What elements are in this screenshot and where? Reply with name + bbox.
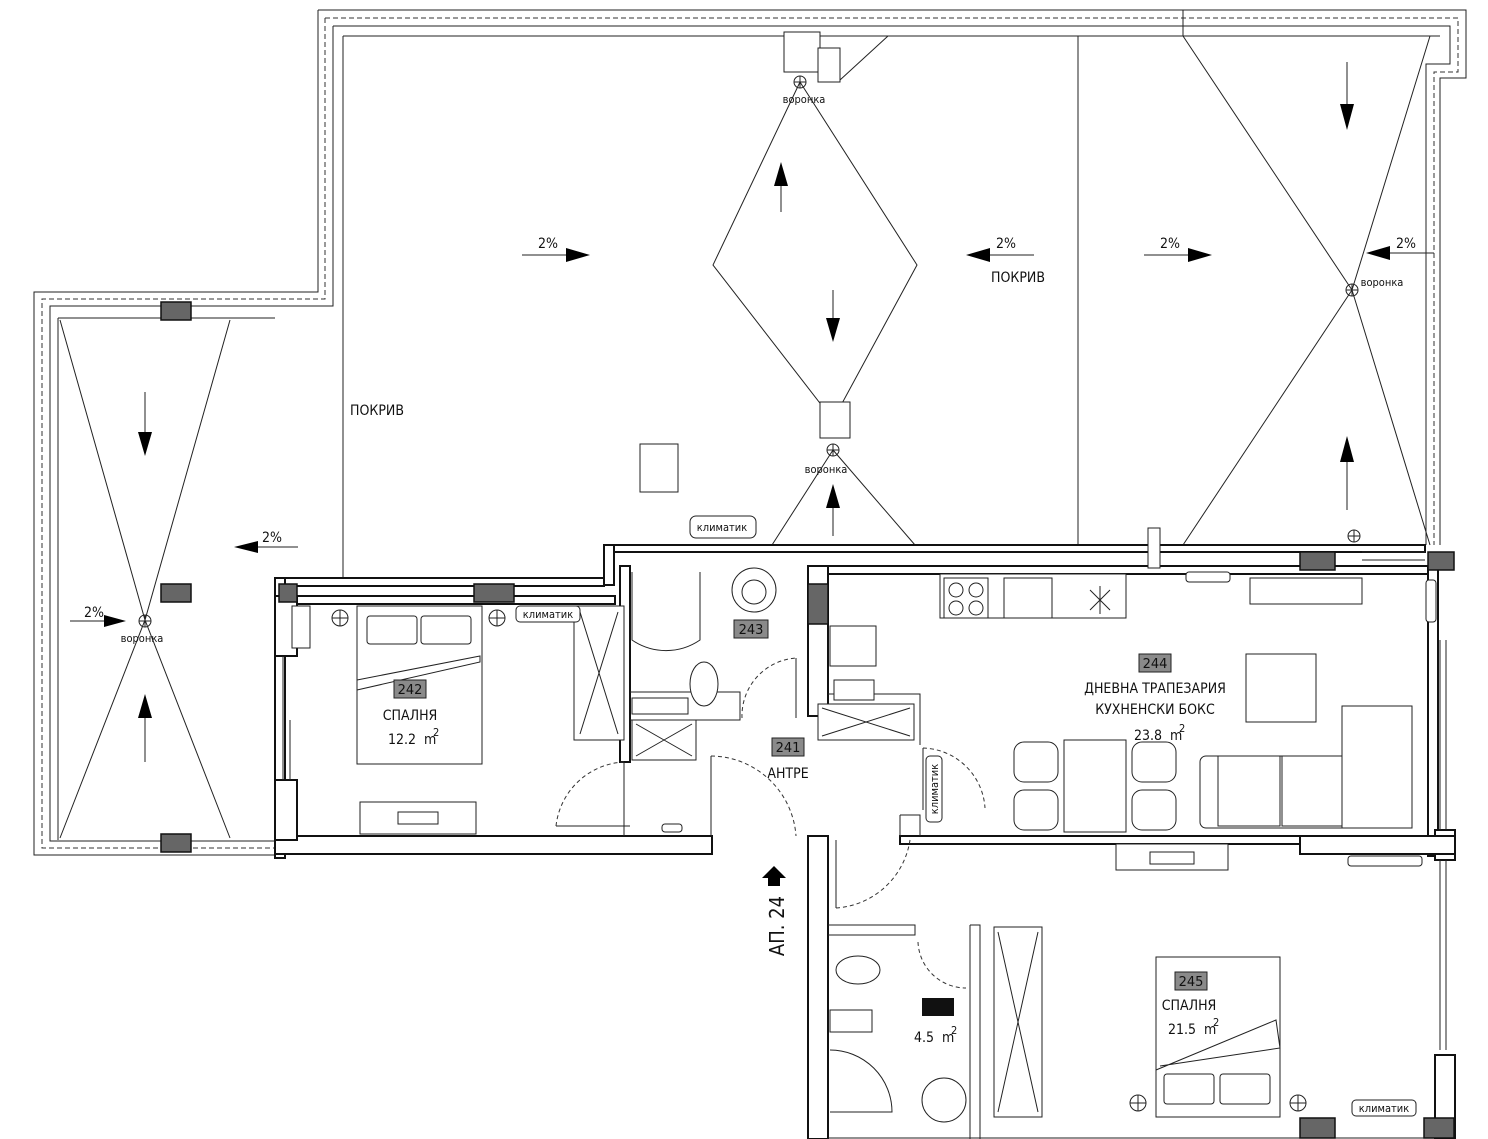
room-number: 242: [398, 683, 423, 698]
ac-labels: климатик климатик климатик климатик: [523, 521, 1409, 1115]
slope-arrows: [70, 62, 1434, 886]
apartment-label: АП. 24: [765, 896, 789, 956]
room-tag-242: 242 СПАЛНЯ 12.2 m 2: [383, 679, 439, 748]
room-area: 23.8: [1134, 728, 1162, 744]
drain-label: воронка: [121, 632, 164, 645]
area-unit: m: [942, 1030, 954, 1046]
room-tag-241: 241 АНТРЕ: [767, 737, 809, 782]
room-tag-245: 245 СПАЛНЯ 21.5 m 2: [1162, 971, 1219, 1038]
room-area: 21.5: [1168, 1022, 1196, 1038]
slope-label: 2%: [1396, 236, 1416, 252]
room-tag-243: 243: [733, 619, 769, 639]
apartment-walls: [274, 544, 1456, 1139]
room-number: 243: [739, 623, 764, 638]
room-name: АНТРЕ: [767, 766, 808, 782]
room-name: СПАЛНЯ: [383, 708, 438, 724]
slope-label: 2%: [996, 236, 1016, 252]
ac-label: климатик: [523, 608, 573, 621]
area-unit-sup: 2: [1179, 722, 1185, 735]
room-area: 4.5: [914, 1030, 934, 1046]
roof-slope-lines: [59, 35, 1431, 839]
drain-label: воронка: [783, 93, 826, 106]
furniture: [291, 31, 1437, 1123]
room-number: 244: [1143, 657, 1168, 672]
slope-label: 2%: [1160, 236, 1180, 252]
drain-labels: воронка воронка воронка воронка: [121, 93, 1404, 645]
area-unit-sup: 2: [951, 1024, 957, 1037]
roof-label: ПОКРИВ: [350, 403, 404, 419]
roof-labels: ПОКРИВ ПОКРИВ: [350, 270, 1045, 419]
area-unit-sup: 2: [433, 726, 439, 739]
roof-label: ПОКРИВ: [991, 270, 1045, 286]
roof-parapet: [33, 9, 1467, 856]
doors: [555, 657, 986, 989]
room-tag-bathroom: 4.5 m 2: [914, 1024, 957, 1046]
area-unit-sup: 2: [1213, 1016, 1219, 1029]
drain-label: воронка: [805, 463, 848, 476]
area-unit: m: [1170, 728, 1182, 744]
ac-label: климатик: [697, 521, 747, 534]
ac-label: климатик: [1359, 1102, 1409, 1115]
room-number: 245: [1179, 975, 1204, 990]
room-name: ДНЕВНА ТРАПЕЗАРИЯ: [1084, 681, 1226, 697]
ac-label: климатик: [928, 764, 941, 814]
drain-label: воронка: [1361, 276, 1404, 289]
area-unit: m: [1204, 1022, 1216, 1038]
slope-label: 2%: [262, 530, 282, 546]
area-unit: m: [424, 732, 436, 748]
room-name: СПАЛНЯ: [1162, 998, 1217, 1014]
slope-label: 2%: [84, 605, 104, 621]
room-name-2: КУХНЕНСКИ БОКС: [1095, 702, 1215, 718]
room-number: 241: [776, 741, 801, 756]
room-tag-244: 244 ДНЕВНА ТРАПЕЗАРИЯ КУХНЕНСКИ БОКС 23.…: [1084, 653, 1226, 744]
ac-label-boxes: [515, 515, 1417, 1117]
room-area: 12.2: [388, 732, 416, 748]
slope-labels: 2% 2% 2% 2% 2% 2%: [84, 236, 1416, 621]
slope-label: 2%: [538, 236, 558, 252]
drain-markers: [138, 75, 1361, 1112]
columns: [160, 301, 1455, 1139]
